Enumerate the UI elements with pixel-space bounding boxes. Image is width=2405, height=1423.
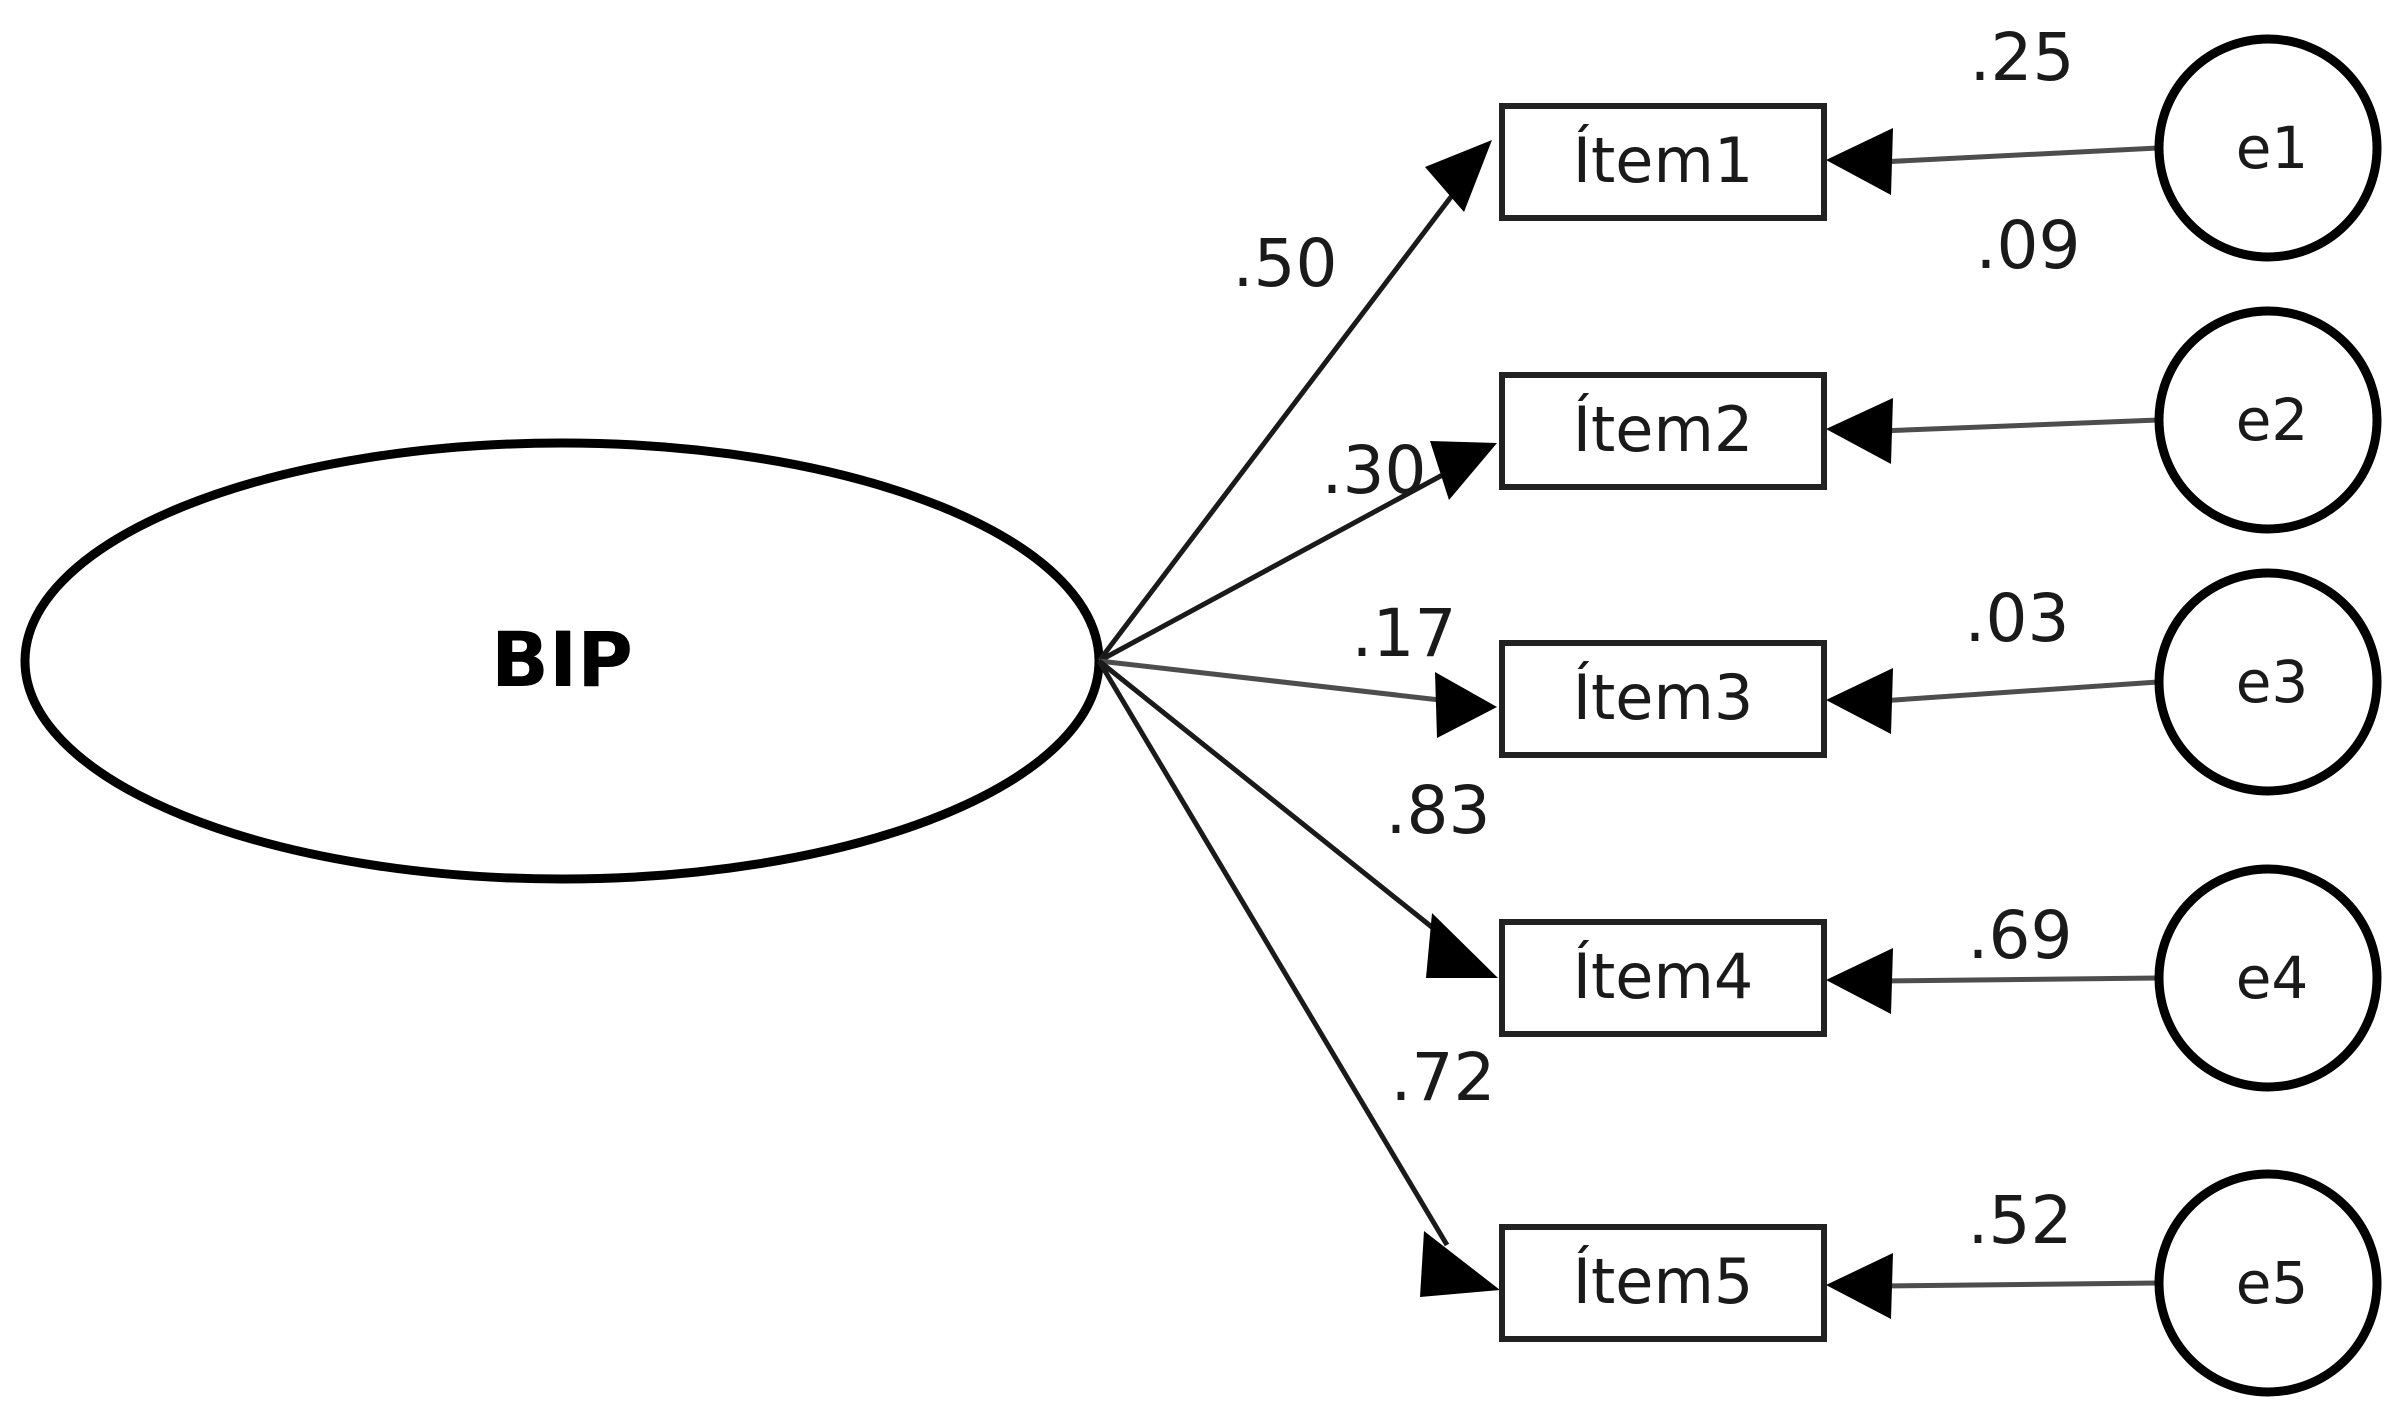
error-path-e3[interactable]: .03 bbox=[1826, 580, 2159, 734]
indicator-box-item5[interactable]: Ítem5 bbox=[1499, 1224, 1827, 1342]
error-line-3 bbox=[1879, 679, 2159, 704]
error-circle-shape-4 bbox=[2154, 864, 2382, 1092]
loading-path-item1[interactable]: .50 bbox=[1097, 140, 1492, 663]
indicator-box-item2[interactable]: Ítem2 bbox=[1499, 372, 1827, 490]
indicator-label-1: Ítem1 bbox=[1573, 124, 1754, 197]
error-circle-e5[interactable]: e5 bbox=[2154, 1169, 2382, 1397]
error-path-e4[interactable]: .69 bbox=[1826, 897, 2159, 1014]
error-path-e1[interactable]: .25 bbox=[1826, 19, 2159, 195]
error-value-label-3: .03 bbox=[1965, 580, 2070, 657]
loading-path-item2[interactable]: .30 bbox=[1097, 432, 1497, 664]
indicator-rect-4 bbox=[1499, 919, 1827, 1037]
loading-line-3 bbox=[1098, 658, 1441, 703]
error-value-label-5: .52 bbox=[1968, 1182, 2073, 1259]
error-label-3: e3 bbox=[2236, 648, 2309, 716]
indicator-label-2: Ítem2 bbox=[1573, 393, 1754, 466]
latent-factor-bip[interactable]: BIP bbox=[20, 438, 1104, 884]
error-arrowhead-5 bbox=[1826, 1253, 1893, 1319]
error-path-e2[interactable]: .09 bbox=[1826, 207, 2159, 464]
error-value-label-2: .09 bbox=[1976, 207, 2081, 284]
loading-path-item5[interactable]: .72 bbox=[1096, 659, 1500, 1297]
indicator-box-item1[interactable]: Ítem1 bbox=[1499, 103, 1827, 221]
error-circle-shape-5 bbox=[2154, 1169, 2382, 1397]
indicator-rect-3 bbox=[1499, 640, 1827, 758]
error-circle-shape-1 bbox=[2154, 34, 2382, 262]
loading-arrowhead-4 bbox=[1426, 913, 1498, 978]
error-arrowhead-2 bbox=[1826, 398, 1893, 464]
loading-label-4: .83 bbox=[1386, 772, 1491, 849]
indicator-box-item4[interactable]: Ítem4 bbox=[1499, 919, 1827, 1037]
error-arrowhead-3 bbox=[1826, 668, 1893, 734]
loading-arrowhead-3 bbox=[1435, 672, 1497, 738]
error-label-4: e4 bbox=[2236, 944, 2309, 1012]
error-line-4 bbox=[1879, 975, 2159, 984]
loading-label-3: .17 bbox=[1352, 595, 1457, 672]
loading-label-5: .72 bbox=[1391, 1039, 1496, 1116]
error-value-label-1: .25 bbox=[1970, 19, 2075, 96]
loading-label-2: .30 bbox=[1322, 432, 1427, 509]
error-circle-e4[interactable]: e4 bbox=[2154, 864, 2382, 1092]
indicator-label-4: Ítem4 bbox=[1573, 940, 1754, 1013]
error-arrowhead-4 bbox=[1826, 948, 1893, 1014]
error-path-e5[interactable]: .52 bbox=[1826, 1182, 2159, 1319]
loading-line-2 bbox=[1097, 469, 1450, 664]
indicator-box-item3[interactable]: Ítem3 bbox=[1499, 640, 1827, 758]
loading-line-5 bbox=[1096, 659, 1450, 1247]
indicator-label-3: Ítem3 bbox=[1573, 661, 1754, 734]
error-circle-e3[interactable]: e3 bbox=[2154, 568, 2382, 796]
error-label-5: e5 bbox=[2236, 1249, 2309, 1317]
error-circle-shape-3 bbox=[2154, 568, 2382, 796]
latent-label-bip: BIP bbox=[491, 615, 633, 704]
loading-line-1 bbox=[1097, 183, 1462, 663]
error-value-label-4: .69 bbox=[1968, 897, 2073, 974]
error-line-1 bbox=[1879, 145, 2159, 165]
error-label-2: e2 bbox=[2236, 386, 2309, 454]
indicator-rect-5 bbox=[1499, 1224, 1827, 1342]
error-circle-shape-2 bbox=[2154, 306, 2382, 534]
loading-path-item3[interactable]: .17 bbox=[1098, 595, 1497, 738]
error-arrowhead-1 bbox=[1826, 128, 1893, 195]
error-circle-e1[interactable]: e1 bbox=[2154, 34, 2382, 262]
error-line-2 bbox=[1879, 417, 2159, 434]
loading-arrowhead-1 bbox=[1425, 140, 1492, 212]
loading-label-1: .50 bbox=[1233, 225, 1338, 302]
loading-path-item4[interactable]: .83 bbox=[1097, 659, 1498, 978]
indicator-rect-2 bbox=[1499, 372, 1827, 490]
error-circle-e2[interactable]: e2 bbox=[2154, 306, 2382, 534]
indicator-label-5: Ítem5 bbox=[1573, 1245, 1754, 1318]
indicator-rect-1 bbox=[1499, 103, 1827, 221]
loading-arrowhead-5 bbox=[1420, 1231, 1500, 1297]
loading-arrowhead-2 bbox=[1430, 441, 1497, 500]
error-label-1: e1 bbox=[2236, 114, 2309, 182]
loading-line-4 bbox=[1097, 659, 1450, 942]
error-line-5 bbox=[1879, 1280, 2159, 1289]
